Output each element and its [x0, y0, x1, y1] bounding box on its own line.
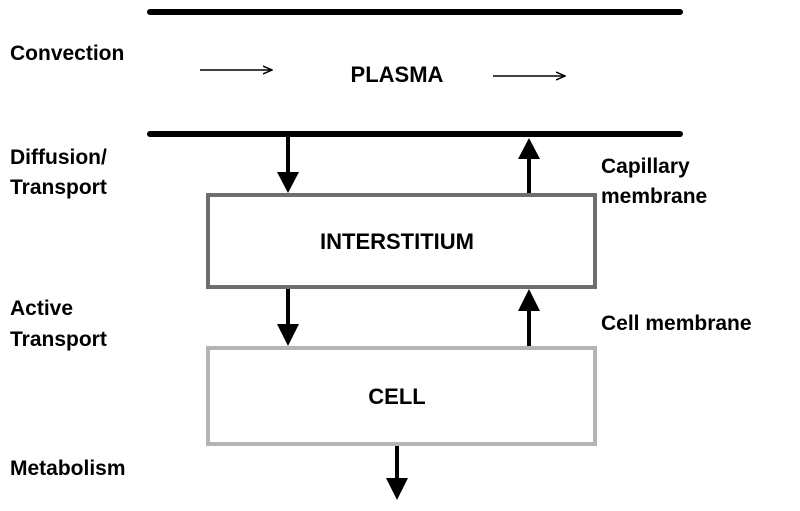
capillary-membrane-label-line1: Capillary — [601, 155, 690, 178]
cell-box — [206, 346, 597, 446]
metabolism-label: Metabolism — [10, 457, 126, 480]
active-transport-label-line1: Active — [10, 297, 73, 320]
arrow-cell-to-interstitium — [518, 289, 540, 346]
interstitium-box — [206, 193, 597, 289]
diffusion-label-line1: Diffusion/ — [10, 146, 107, 169]
interstitium-label: INTERSTITIUM — [320, 229, 474, 254]
arrow-metabolism — [386, 446, 408, 500]
convection-label: Convection — [10, 42, 124, 65]
cell-label: CELL — [368, 384, 425, 409]
arrow-interstitium-to-cell — [277, 289, 299, 346]
capillary-membrane-label-line2: membrane — [601, 185, 707, 208]
cell-membrane-label: Cell membrane — [601, 312, 752, 335]
arrow-plasma-to-interstitium — [277, 137, 299, 193]
arrow-interstitium-to-plasma — [518, 138, 540, 193]
active-transport-label-line2: Transport — [10, 328, 107, 351]
plasma-label: PLASMA — [351, 62, 444, 87]
diffusion-label-line2: Transport — [10, 176, 107, 199]
